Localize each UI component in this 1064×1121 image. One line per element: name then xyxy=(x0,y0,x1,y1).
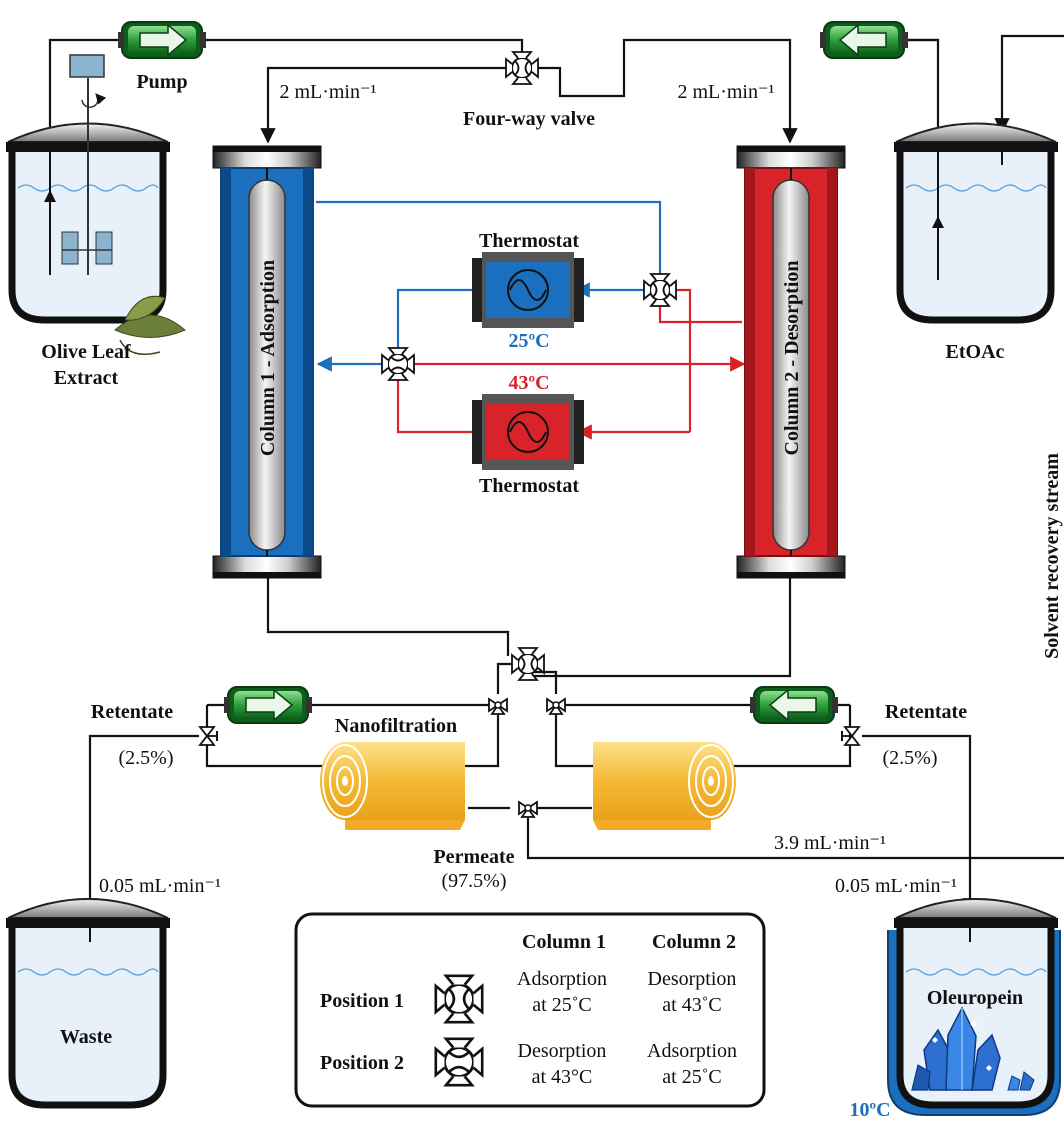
feed-pump-icon[interactable] xyxy=(117,21,207,59)
thermostat-top-label: Thermostat xyxy=(479,230,579,252)
pump-label: Pump xyxy=(136,71,187,93)
legend-box xyxy=(294,912,766,1108)
legend-r2-c2-l2: at 25˚C xyxy=(662,1066,721,1088)
pipe-pump-to-valve xyxy=(205,38,524,52)
pipe-to-waste xyxy=(82,734,199,914)
pipe-blue-top xyxy=(316,200,662,278)
pipe-valve-to-col1 xyxy=(260,66,506,144)
temp-blue-label: 25ºC xyxy=(508,330,549,352)
thermostat-red xyxy=(472,394,584,470)
retentate-pct-left: (2.5%) xyxy=(119,747,174,769)
waste-tank xyxy=(6,898,170,1109)
pipe-recovery-return xyxy=(994,34,1064,134)
flow-right-top: 2 mL·min⁻¹ xyxy=(677,81,774,103)
retentate-right-label: Retentate xyxy=(885,701,967,723)
temp-red-label: 43ºC xyxy=(508,372,549,394)
pipe-feed-up xyxy=(48,38,120,143)
legend-r1-c2-l2: at 43˚C xyxy=(662,994,721,1016)
needle-valve-left-icon[interactable] xyxy=(199,726,218,746)
three-way-valve-right-icon[interactable] xyxy=(546,698,566,715)
etoac-tank xyxy=(894,122,1058,324)
legend-col1-header: Column 1 xyxy=(522,931,606,953)
product-tank xyxy=(887,898,1061,1116)
legend-r1-c1-l1: Adsorption xyxy=(517,968,607,990)
column-1 xyxy=(212,145,322,579)
solvent-pump-icon[interactable] xyxy=(819,21,909,59)
pipe-to-product xyxy=(862,734,978,914)
crystal-icon xyxy=(911,1006,1035,1091)
thermostat-bottom-label: Thermostat xyxy=(479,475,579,497)
solvent-recovery-label: Solvent recovery stream xyxy=(1041,453,1063,659)
three-way-valve-left-icon[interactable] xyxy=(488,698,508,715)
four-way-valve-left-icon[interactable] xyxy=(381,347,415,381)
retentate-pct-right: (2.5%) xyxy=(883,747,938,769)
legend-r2-c1-l2: at 43°C xyxy=(532,1066,593,1088)
column-2-label: Column 2 - Desorption xyxy=(781,260,803,455)
waste-label: Waste xyxy=(60,1026,112,1048)
legend-position-2: Position 2 xyxy=(320,1052,404,1074)
nf-membrane-right xyxy=(593,742,736,830)
flow-recovery: 3.9 mL·min⁻¹ xyxy=(774,832,886,854)
four-way-valve-top-icon[interactable] xyxy=(505,51,539,85)
pipe-col1-bottom xyxy=(266,578,510,656)
etoac-label: EtOAc xyxy=(946,341,1005,363)
legend-r1-c2-l1: Desorption xyxy=(648,968,737,990)
needle-valve-right-icon[interactable] xyxy=(841,726,860,746)
legend-r2-c2-l1: Adsorption xyxy=(647,1040,737,1062)
nf-right-pump-icon[interactable] xyxy=(749,686,839,724)
legend-position-1: Position 1 xyxy=(320,990,404,1012)
column-2 xyxy=(736,145,846,579)
pipe-valve-to-col2 xyxy=(538,38,798,144)
flow-waste: 0.05 mL·min⁻¹ xyxy=(99,875,221,897)
pipe-col2-bottom xyxy=(526,578,792,678)
legend-col2-header: Column 2 xyxy=(652,931,736,953)
oleuropein-label: Oleuropein xyxy=(927,987,1023,1009)
nanofiltration-label: Nanofiltration xyxy=(335,715,457,737)
flow-product: 0.05 mL·min⁻¹ xyxy=(835,875,957,897)
olive-leaf-icon xyxy=(114,295,186,355)
extract-label: Extract xyxy=(54,367,119,389)
temp-product-label: 10ºC xyxy=(849,1099,890,1121)
nf-left-pump-icon[interactable] xyxy=(223,686,313,724)
column-1-label: Column 1 - Adsorption xyxy=(257,260,279,456)
flow-left-top: 2 mL·min⁻¹ xyxy=(279,81,376,103)
three-way-valve-permeate-icon[interactable] xyxy=(518,801,538,818)
four-way-valve-right-icon[interactable] xyxy=(643,273,677,307)
thermostat-blue xyxy=(472,252,584,328)
permeate-label: Permeate xyxy=(433,846,514,868)
permeate-pct: (97.5%) xyxy=(442,870,507,892)
legend-r2-c1-l1: Desorption xyxy=(518,1040,607,1062)
retentate-left-label: Retentate xyxy=(91,701,173,723)
four-way-valve-label: Four-way valve xyxy=(463,108,595,130)
nf-membrane-left xyxy=(320,742,465,830)
pipe-permeate-recovery xyxy=(526,818,1064,860)
olive-leaf-label: Olive Leaf xyxy=(41,341,131,363)
legend-r1-c1-l2: at 25˚C xyxy=(532,994,591,1016)
feed-tank xyxy=(6,54,186,355)
